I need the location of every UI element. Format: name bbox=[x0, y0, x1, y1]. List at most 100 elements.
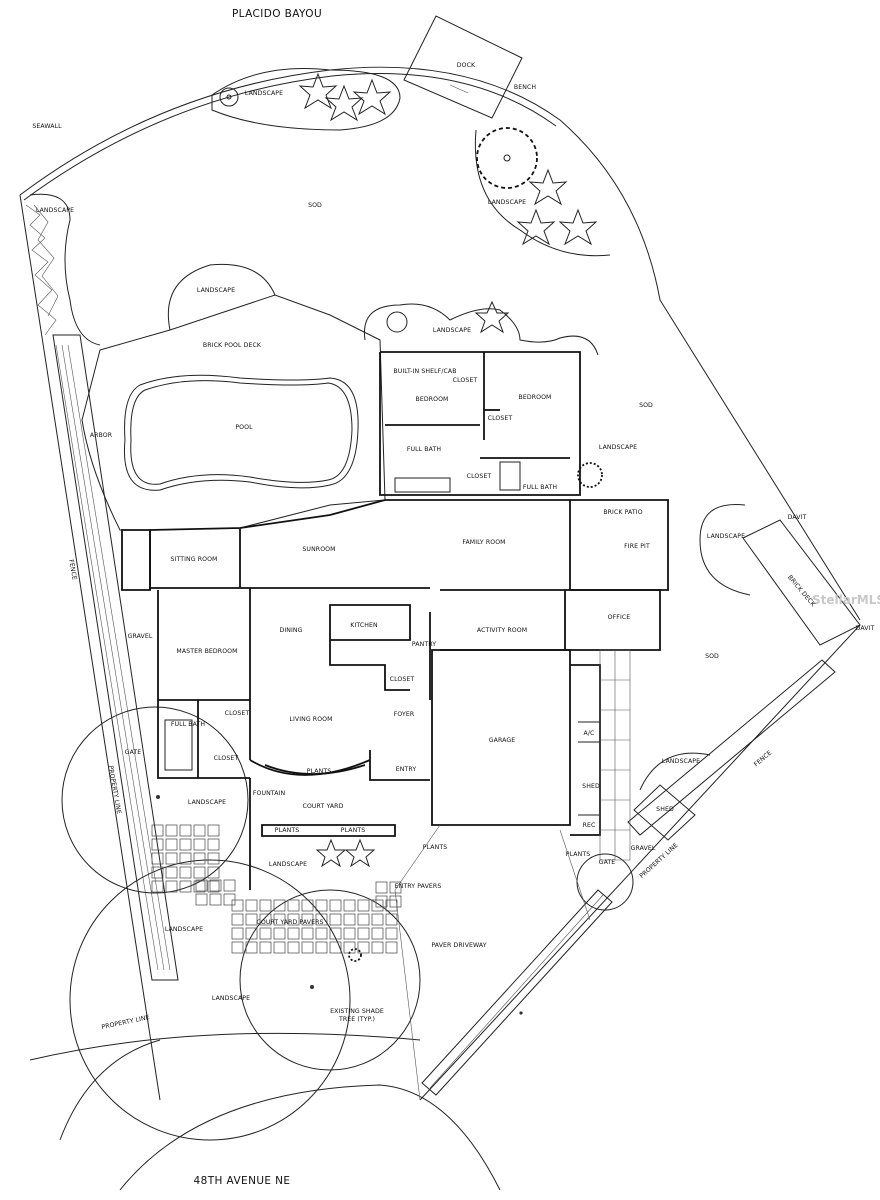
label-plants-3: PLANTS bbox=[341, 827, 366, 834]
label-closet-5: CLOSET bbox=[225, 710, 250, 717]
label-gravel-right: GRAVEL bbox=[631, 845, 656, 852]
paver-tile bbox=[179, 838, 192, 851]
paver-tile bbox=[329, 913, 342, 926]
paver-tile bbox=[385, 899, 398, 912]
label-closet-3: CLOSET bbox=[467, 473, 492, 480]
label-landscape-center: LANDSCAPE bbox=[197, 287, 235, 294]
paver-tile bbox=[245, 941, 258, 954]
label-gate-left: GATE bbox=[125, 749, 142, 756]
paver-tile bbox=[209, 893, 222, 906]
paver-tile bbox=[223, 893, 236, 906]
paver-tile bbox=[207, 824, 220, 837]
paver-tile bbox=[259, 913, 272, 926]
paver-tile bbox=[165, 824, 178, 837]
label-sitting-room: SITTING ROOM bbox=[171, 556, 218, 563]
label-landscape-topright: LANDSCAPE bbox=[488, 199, 526, 206]
paver-tile bbox=[151, 866, 164, 879]
paver-tile bbox=[259, 899, 272, 912]
paver-tile bbox=[343, 913, 356, 926]
label-shade-tree-1: EXISTING SHADE bbox=[330, 1008, 384, 1015]
label-sod-top: SOD bbox=[308, 202, 322, 209]
paver-tile bbox=[179, 852, 192, 865]
paver-tile bbox=[357, 899, 370, 912]
paver-tile bbox=[315, 913, 328, 926]
paver-tile bbox=[231, 899, 244, 912]
paver-tile bbox=[315, 927, 328, 940]
label-office: OFFICE bbox=[608, 614, 631, 621]
dock bbox=[403, 15, 523, 119]
label-full-bath-2: FULL BATH bbox=[523, 484, 558, 491]
label-shade-tree-2: TREE (TYP.) bbox=[338, 1016, 375, 1023]
paver-tile bbox=[207, 852, 220, 865]
paver-tile bbox=[371, 927, 384, 940]
paver-tile bbox=[301, 941, 314, 954]
label-shed-2: SHED bbox=[656, 806, 674, 813]
label-sunroom: SUNROOM bbox=[302, 546, 335, 553]
label-fountain: FOUNTAIN bbox=[253, 790, 286, 797]
paver-tile bbox=[315, 899, 328, 912]
fence-right bbox=[421, 659, 836, 1096]
paver-tile bbox=[165, 852, 178, 865]
paver-tile bbox=[343, 941, 356, 954]
paver-tile bbox=[151, 852, 164, 865]
paver-tile bbox=[329, 899, 342, 912]
paver-grid bbox=[151, 824, 402, 954]
label-landscape-gate: LANDSCAPE bbox=[188, 799, 226, 806]
label-rec: REC bbox=[583, 822, 596, 829]
paver-tile bbox=[231, 913, 244, 926]
paver-tile bbox=[375, 881, 388, 894]
label-fire-pit: FIRE PIT bbox=[624, 543, 650, 550]
paver-tile bbox=[301, 913, 314, 926]
fence-left bbox=[52, 334, 179, 981]
seawall-rocks bbox=[25, 204, 59, 336]
label-full-bath-1: FULL BATH bbox=[407, 446, 442, 453]
paver-tile bbox=[245, 927, 258, 940]
label-court-yard: COURT YARD bbox=[303, 803, 344, 810]
water-name: PLACIDO BAYOU bbox=[232, 8, 322, 20]
label-fence-left: FENCE bbox=[67, 559, 78, 581]
paver-tile bbox=[329, 927, 342, 940]
label-gate-right: GATE bbox=[599, 859, 616, 866]
label-davit-2: DAVIT bbox=[856, 625, 875, 632]
paver-tile bbox=[357, 913, 370, 926]
label-sod-east: SOD bbox=[705, 653, 719, 660]
paver-tile bbox=[207, 838, 220, 851]
paver-tile bbox=[389, 895, 402, 908]
label-plants-1: PLANTS bbox=[307, 768, 332, 775]
paver-tile bbox=[357, 927, 370, 940]
paver-tile bbox=[179, 880, 192, 893]
paver-tile bbox=[165, 880, 178, 893]
label-entry-pavers: ENTRY PAVERS bbox=[395, 883, 442, 890]
label-bench: BENCH bbox=[514, 84, 537, 91]
paver-tile bbox=[343, 927, 356, 940]
label-family-room: FAMILY ROOM bbox=[462, 539, 505, 546]
label-seawall: SEAWALL bbox=[32, 123, 62, 130]
label-full-bath-3: FULL BATH bbox=[171, 721, 206, 728]
label-built-in: BUILT-IN SHELF/CAB bbox=[393, 368, 456, 375]
paver-tile bbox=[151, 824, 164, 837]
label-landscape-sw1: LANDSCAPE bbox=[165, 926, 203, 933]
paver-tile bbox=[389, 881, 402, 894]
label-fence-right: FENCE bbox=[753, 749, 773, 768]
label-landscape-east: LANDSCAPE bbox=[707, 533, 745, 540]
paver-tile bbox=[259, 941, 272, 954]
paver-tile bbox=[179, 866, 192, 879]
label-arbor: ARBOR bbox=[90, 432, 113, 439]
paver-tile bbox=[301, 927, 314, 940]
paver-tile bbox=[329, 941, 342, 954]
paver-tile bbox=[165, 866, 178, 879]
paver-tile bbox=[273, 941, 286, 954]
paver-tile bbox=[287, 927, 300, 940]
paver-tile bbox=[259, 927, 272, 940]
label-sod-right: SOD bbox=[639, 402, 653, 409]
street-name: 48TH AVENUE NE bbox=[194, 1175, 291, 1187]
label-paver-driveway: PAVER DRIVEWAY bbox=[431, 942, 486, 949]
paver-tile bbox=[209, 879, 222, 892]
paver-tile bbox=[151, 838, 164, 851]
label-master-bedroom: MASTER BEDROOM bbox=[176, 648, 237, 655]
label-closet-6: CLOSET bbox=[214, 755, 239, 762]
paver-tile bbox=[231, 927, 244, 940]
paver-tile bbox=[231, 941, 244, 954]
paver-tile bbox=[287, 899, 300, 912]
